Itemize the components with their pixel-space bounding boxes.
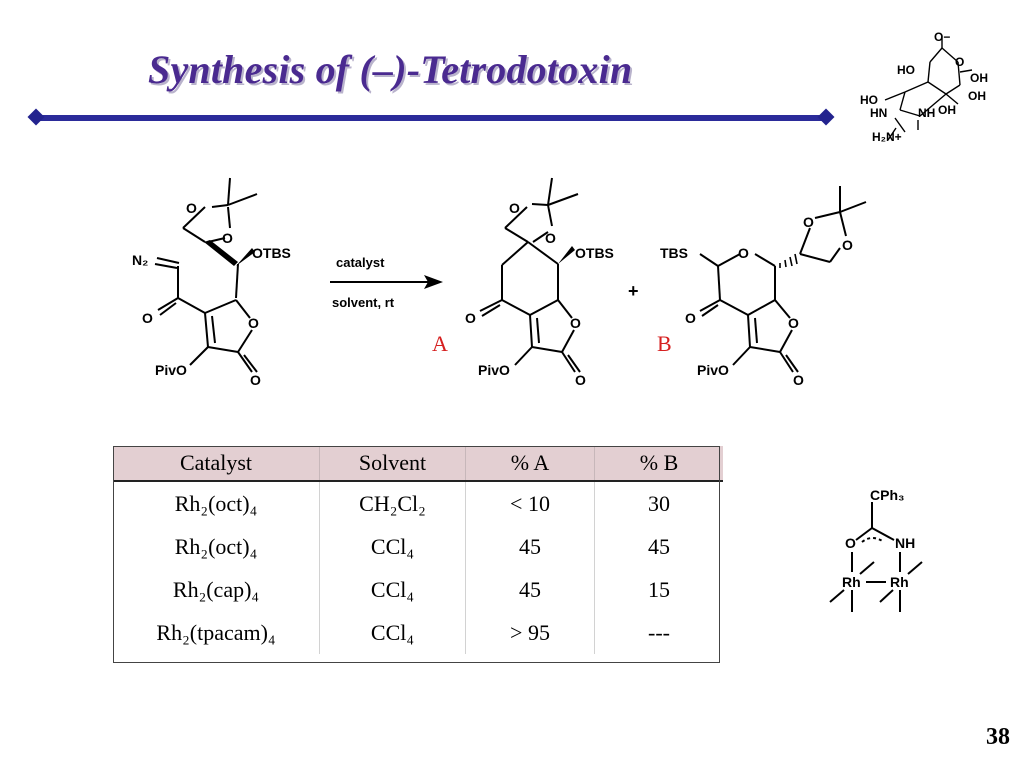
b-o2: O xyxy=(842,237,853,253)
plus-sign: + xyxy=(628,281,639,301)
ttx-label-8: OH xyxy=(938,103,956,117)
rh-label-rh2: Rh xyxy=(890,574,909,590)
ttx-label-0: O− xyxy=(934,30,950,44)
cell-catalyst: Rh₂(oct)₄ xyxy=(113,481,320,525)
a-o2: O xyxy=(545,230,556,246)
a-lactone-o: O xyxy=(575,372,586,388)
a-o1: O xyxy=(509,200,520,216)
ttx-label-4: HO xyxy=(860,93,878,107)
rh-label-nh: NH xyxy=(895,535,915,551)
table-row: Rh₂(cap)₄ CCl₄ 45 15 xyxy=(113,568,723,611)
sm-o1: O xyxy=(186,200,197,216)
b-tbs: TBS xyxy=(660,245,688,261)
a-ketone-o: O xyxy=(465,310,476,326)
sm-o2: O xyxy=(222,230,233,246)
cell-solvent: CCl₄ xyxy=(319,611,466,654)
sm-otbs: OTBS xyxy=(252,245,291,261)
rh-label-o: O xyxy=(845,535,856,551)
cell-percent-a: < 10 xyxy=(465,481,595,525)
ttx-label-3: OH xyxy=(970,71,988,85)
cell-catalyst: Rh₂(oct)₄ xyxy=(113,525,320,568)
table-row: Rh₂(oct)₄ CCl₄ 45 45 xyxy=(113,525,723,568)
cell-percent-b: 45 xyxy=(648,533,670,559)
results-table: Catalyst Solvent % A % B Rh₂(oct)₄ CH₂Cl… xyxy=(113,446,723,654)
cell-percent-b: 15 xyxy=(648,576,670,602)
a-pivo: PivO xyxy=(478,362,510,378)
table-row: Rh₂(oct)₄ CH₂Cl₂ < 10 30 xyxy=(113,481,723,525)
b-pyran-o: O xyxy=(738,245,749,261)
cell-percent-a: 45 xyxy=(465,568,595,611)
header-percent-a: % A xyxy=(465,446,595,481)
ttx-label-9: H₂N+ xyxy=(872,130,902,144)
sm-lactone-o: O xyxy=(250,372,261,388)
cell-percent-a: > 95 xyxy=(465,611,595,654)
cell-catalyst: Rh₂(cap)₄ xyxy=(113,568,320,611)
b-o1: O xyxy=(803,214,814,230)
b-ketone-o: O xyxy=(685,310,696,326)
title-rule xyxy=(40,115,826,121)
reaction-scheme: O O N₂ OTBS O O O PivO catalyst solvent,… xyxy=(132,30,988,612)
ttx-label-7: NH xyxy=(918,106,935,120)
b-ring-o: O xyxy=(788,315,799,331)
ttx-label-6: HN xyxy=(870,106,887,120)
table-row: Rh₂(tpacam)₄ CCl₄ > 95 --- xyxy=(113,611,723,654)
cell-solvent: CCl₄ xyxy=(319,568,466,611)
header-solvent: Solvent xyxy=(319,446,466,481)
cell-percent-b: 30 xyxy=(648,490,670,516)
arrow-bottom-label: solvent, rt xyxy=(332,295,395,310)
ttx-label-2: O xyxy=(955,55,964,69)
product-a-label: A xyxy=(432,331,448,356)
b-lactone-o: O xyxy=(793,372,804,388)
rh-label-cph3: CPh₃ xyxy=(870,487,904,503)
a-otbs: OTBS xyxy=(575,245,614,261)
cell-percent-b: --- xyxy=(648,619,670,645)
page-number: 38 xyxy=(986,724,1010,750)
b-pivo: PivO xyxy=(697,362,729,378)
sm-pivo: PivO xyxy=(155,362,187,378)
rh-label-rh1: Rh xyxy=(842,574,861,590)
slide-title: Synthesis of (–)-Tetrodotoxin xyxy=(148,47,633,92)
sm-n2: N₂ xyxy=(132,252,148,268)
sm-ring-o: O xyxy=(248,315,259,331)
header-percent-b: % B xyxy=(594,446,723,481)
cell-percent-a: 45 xyxy=(465,525,595,568)
ttx-label-5: OH xyxy=(968,89,986,103)
product-b-label: B xyxy=(657,331,672,356)
cell-solvent: CCl₄ xyxy=(319,525,466,568)
header-catalyst: Catalyst xyxy=(113,446,320,481)
arrow-top-label: catalyst xyxy=(336,255,385,270)
cell-solvent: CH₂Cl₂ xyxy=(319,481,466,525)
sm-ketone-o: O xyxy=(142,310,153,326)
a-ring-o: O xyxy=(570,315,581,331)
ttx-label-1: HO xyxy=(897,63,915,77)
cell-catalyst: Rh₂(tpacam)₄ xyxy=(113,611,320,654)
